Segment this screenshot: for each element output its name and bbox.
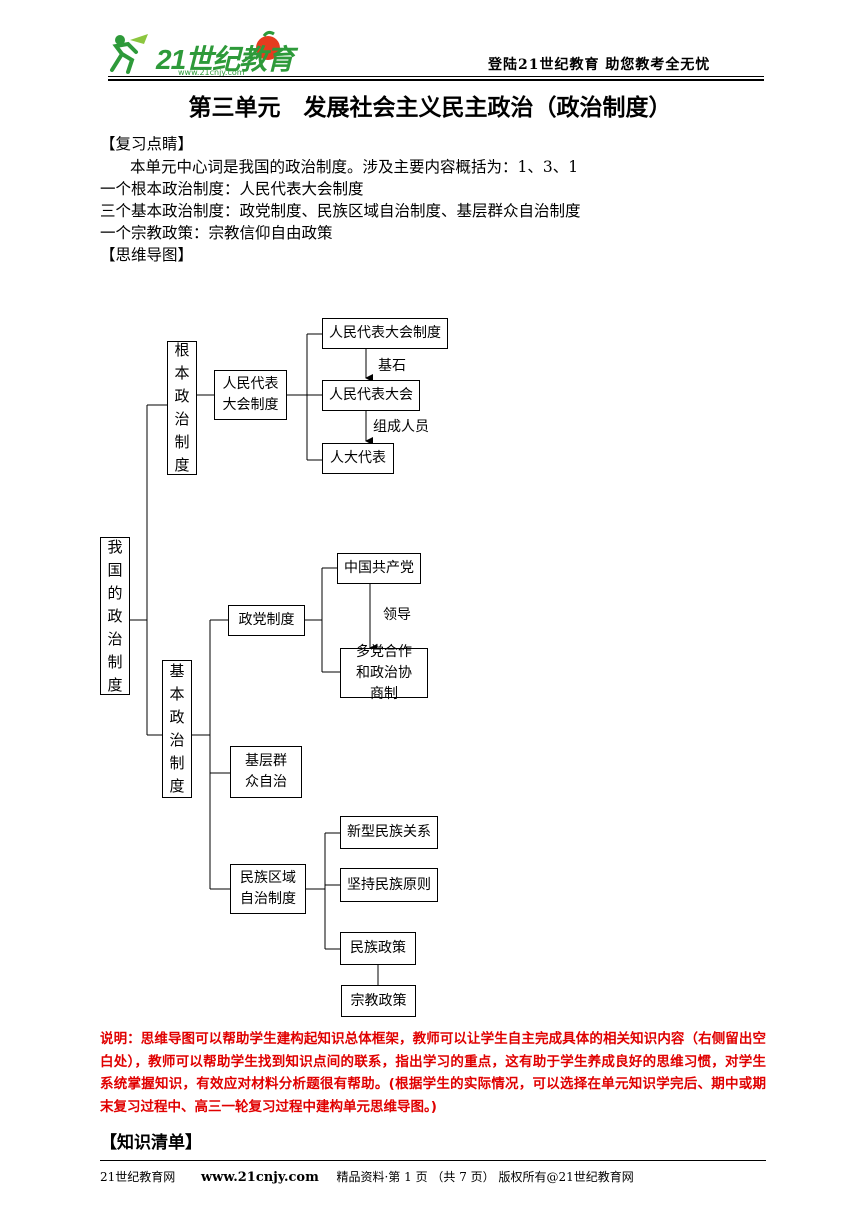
teacher-note: 说明：思维导图可以帮助学生建构起知识总体框架，教师可以让学生自主完成具体的相关知… (100, 1031, 766, 1115)
node-party-system: 政党制度 (228, 605, 305, 636)
header-rule (108, 76, 764, 77)
review-line-2: 三个基本政治制度：政党制度、民族区域自治制度、基层群众自治制度 (100, 202, 581, 220)
knowledge-heading: 【知识清单】 (100, 1133, 202, 1153)
node-ethnic-policy: 民族政策 (340, 932, 416, 965)
logo-text: 21世纪教育 (156, 44, 294, 75)
mindmap-heading: 【思维导图】 (100, 246, 194, 264)
review-line-3: 一个宗教政策：宗教信仰自由政策 (100, 224, 333, 242)
footer-url[interactable]: www.21cnjy.com (200, 1170, 319, 1185)
site-logo (110, 30, 280, 74)
footer-info: 精品资料·第 1 页 （共 7 页） 版权所有@21世纪教育网 (336, 1170, 634, 1184)
mindmap-root: 我国的政治制度 (100, 537, 130, 695)
review-intro: 本单元中心词是我国的政治制度。涉及主要内容概括为：1、3、1 (130, 158, 579, 176)
node-npc-system: 人民代表大会制度 (322, 318, 448, 349)
node-deputies: 人大代表 (322, 443, 394, 474)
node-basic-system: 基本政治制度 (162, 660, 192, 798)
footer-site: 21世纪教育网 (100, 1170, 176, 1184)
node-religious-policy: 宗教政策 (341, 985, 416, 1017)
header-rule-thick (108, 79, 764, 81)
footer-rule (100, 1160, 766, 1161)
label-members: 组成人员 (373, 419, 429, 435)
node-cpc: 中国共产党 (337, 553, 421, 584)
review-line-1: 一个根本政治制度：人民代表大会制度 (100, 180, 364, 198)
node-new-ethnic-relations: 新型民族关系 (340, 816, 438, 849)
label-leads: 领导 (383, 607, 411, 623)
label-basis: 基石 (378, 358, 406, 374)
review-heading: 【复习点睛】 (100, 135, 194, 153)
node-npc-system-short: 人民代表大会制度 (214, 370, 287, 420)
header-slogan: 登陆21世纪教育 助您教考全无忧 (488, 57, 711, 73)
node-npc: 人民代表大会 (322, 380, 420, 411)
node-fundamental-system: 根本政治制度 (167, 341, 197, 475)
page-footer: 21世纪教育网 www.21cnjy.com 精品资料·第 1 页 （共 7 页… (100, 1168, 634, 1185)
logo-url: www.21cnjy.com (178, 68, 245, 77)
page-title: 第三单元 发展社会主义民主政治（政治制度） (188, 94, 672, 121)
node-grassroots: 基层群众自治 (230, 746, 302, 798)
node-ethnic-principles: 坚持民族原则 (340, 868, 438, 902)
node-multi-party: 多党合作和政治协商制 (340, 644, 428, 702)
node-ethnic-autonomy: 民族区域自治制度 (230, 864, 306, 914)
